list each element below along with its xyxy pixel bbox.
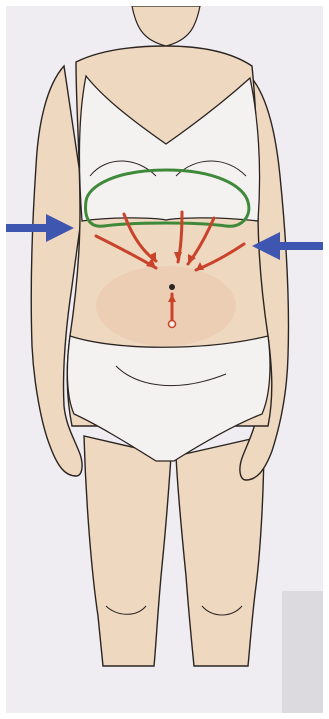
paper-corner-patch (282, 591, 323, 713)
belly-shade (96, 266, 236, 346)
illustration (6, 6, 323, 713)
navel (169, 284, 175, 290)
pelvic-marker (169, 321, 176, 328)
